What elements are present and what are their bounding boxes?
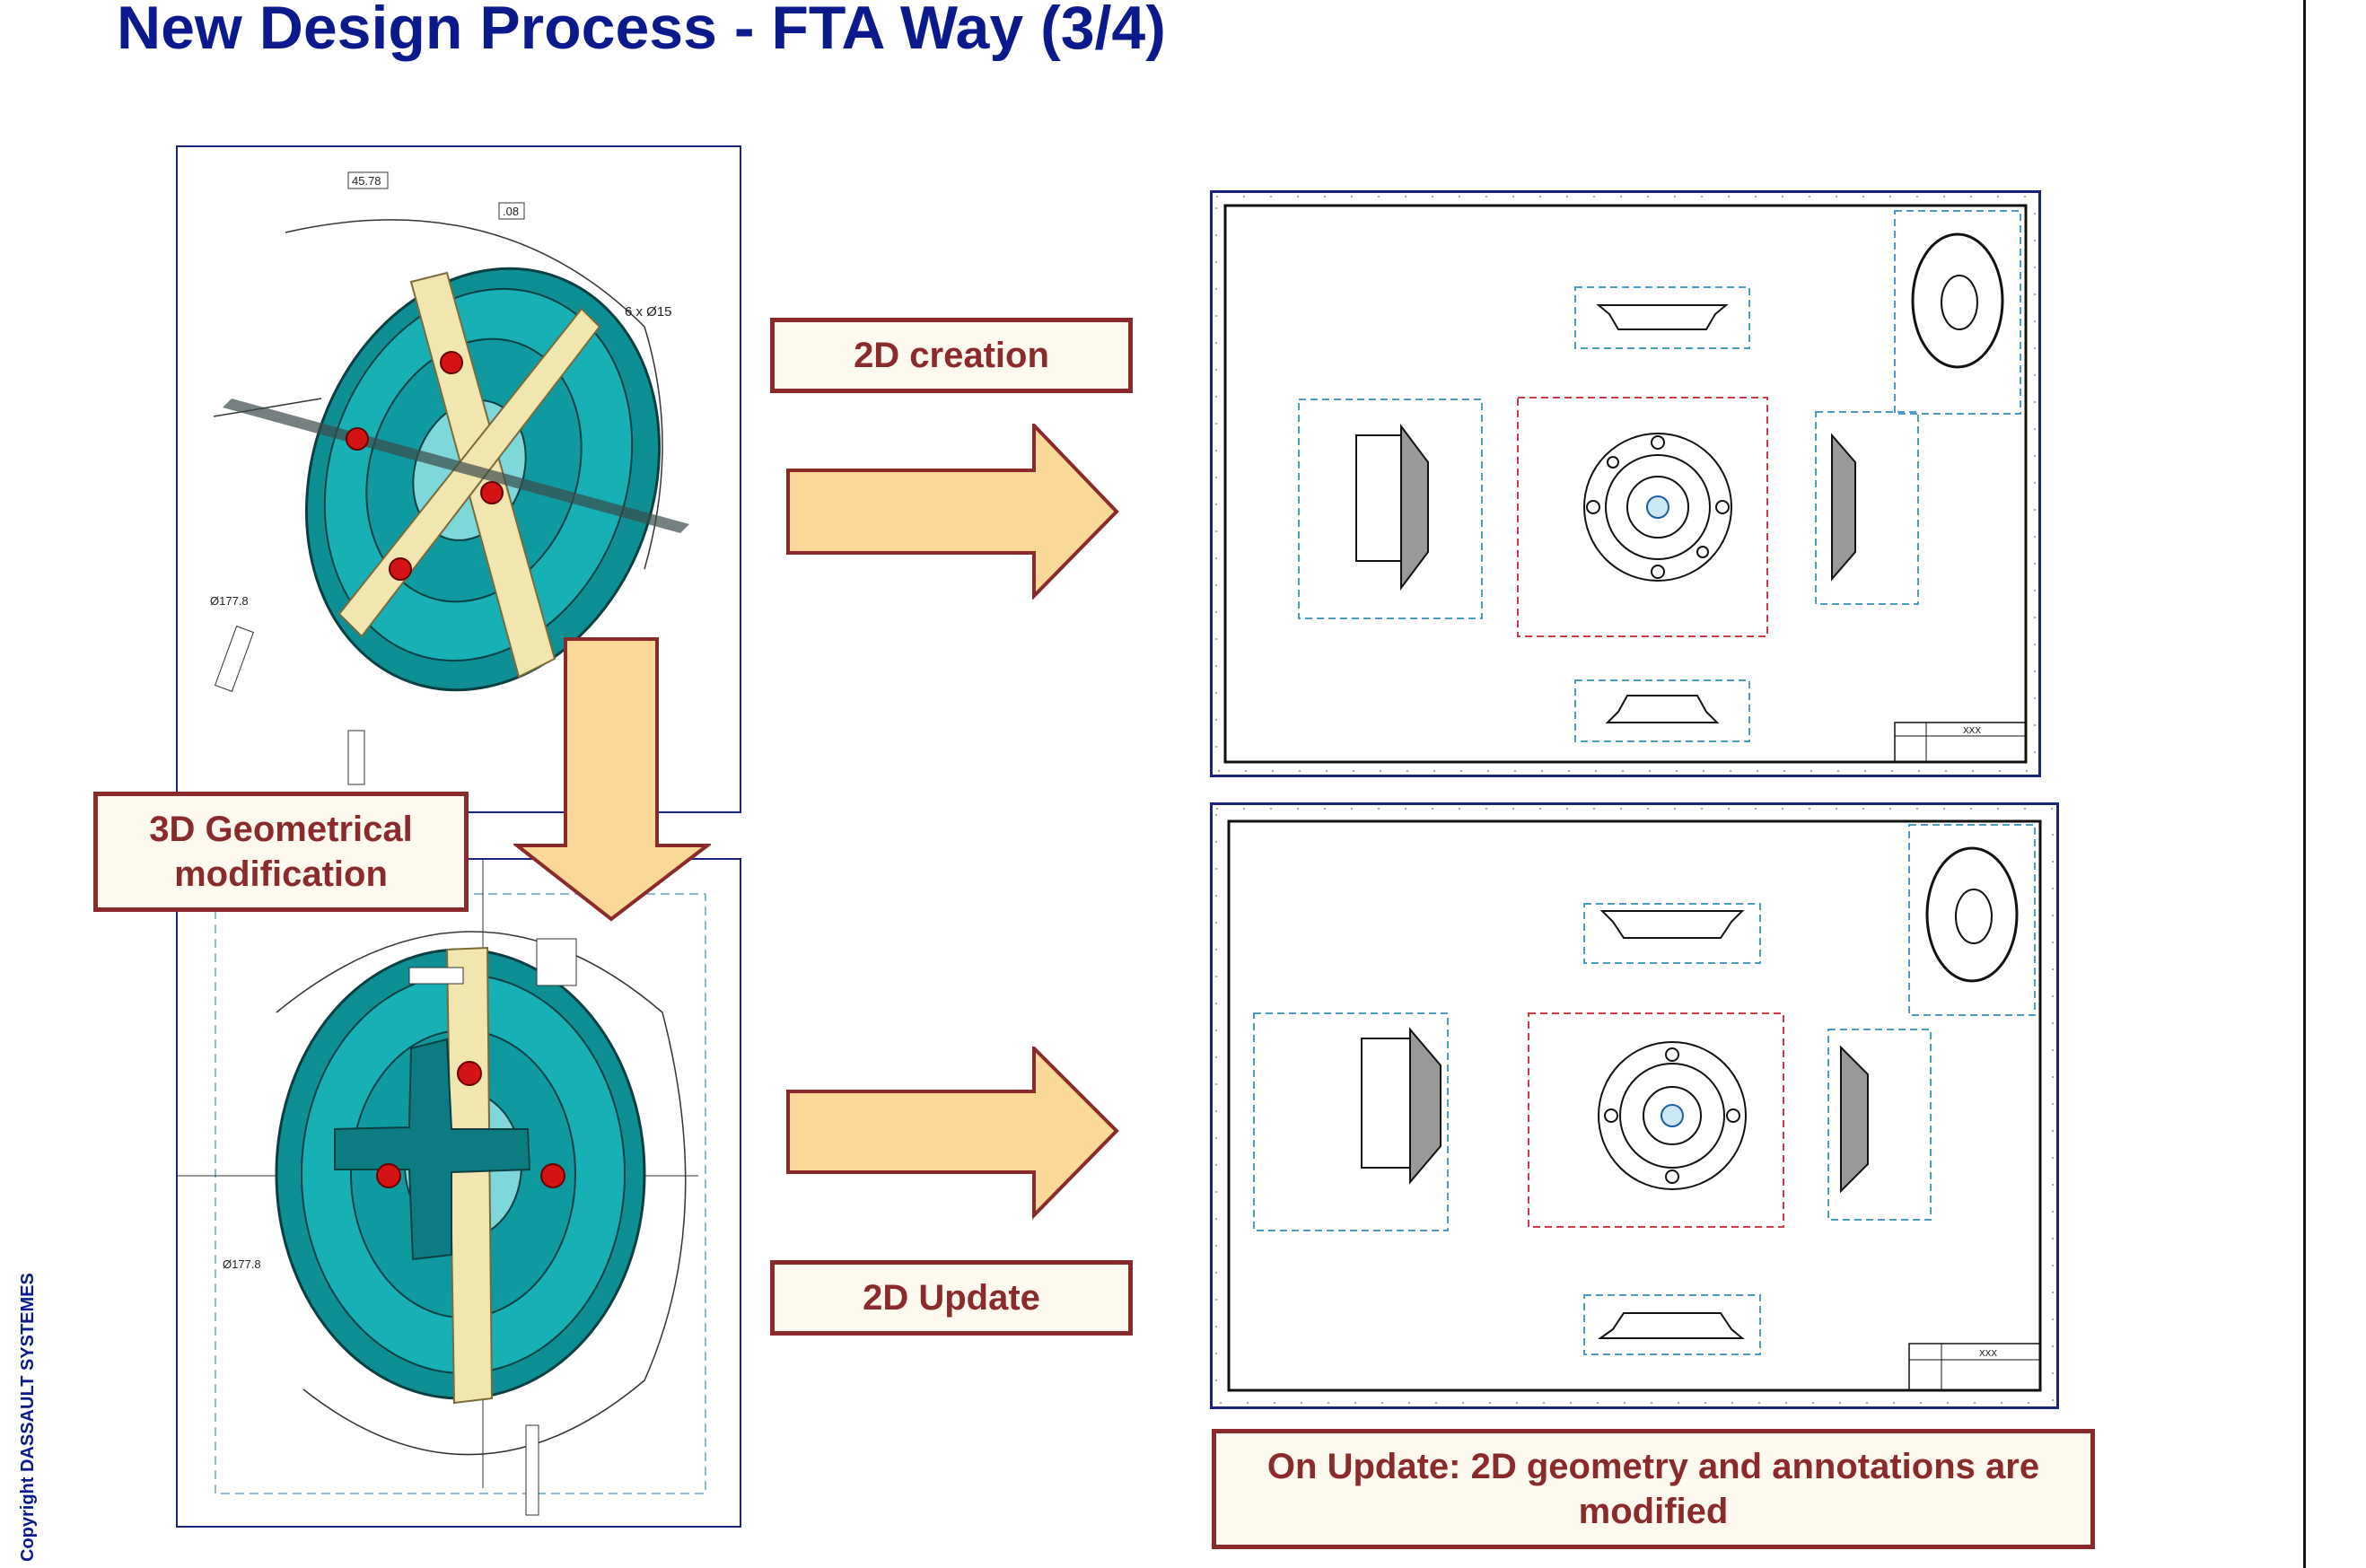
slide-title: New Design Process - FTA Way (3/4) (117, 0, 1166, 62)
diameter-label-bottom: Ø177.8 (223, 1257, 261, 1271)
dimension-label-1: 45.78 (352, 174, 381, 188)
top-3d-part-image: 45.78 .08 6 x Ø15 Ø177.8 (210, 171, 689, 785)
right-edge-rule (2303, 0, 2306, 1568)
title-block-text-top: XXX (1963, 726, 1981, 736)
label-2d-creation: 2D creation (770, 318, 1133, 393)
diameter-label: Ø177.8 (210, 594, 249, 608)
label-2d-update-text: 2D Update (863, 1277, 1040, 1318)
label-2d-update: 2D Update (770, 1260, 1133, 1336)
bottom-drawing-sheet: XXX (1210, 802, 2059, 1409)
bottom-3d-part-image: Ø177.8 (178, 860, 706, 1516)
title-block-text-bottom: XXX (1979, 1349, 1997, 1359)
copyright-text: Copyright DASSAULT SYSTEMES (18, 1273, 38, 1562)
label-on-update-text: On Update: 2D geometry and annotations a… (1266, 1447, 2040, 1531)
label-2d-creation-text: 2D creation (854, 335, 1049, 375)
right-arrow-update (786, 1047, 1119, 1220)
label-on-update: On Update: 2D geometry and annotations a… (1212, 1429, 2095, 1549)
bottom-drawing-sheet-content: XXX (1215, 808, 2054, 1404)
bottom-3d-model-panel: Ø177.8 (176, 858, 741, 1528)
label-3d-modification-text: 3D Geometrical modification (149, 810, 413, 894)
top-drawing-sheet: XXX (1210, 190, 2041, 777)
top-3d-model-panel: 45.78 .08 6 x Ø15 Ø177.8 (176, 145, 741, 813)
label-3d-modification: 3D Geometrical modification (93, 792, 469, 912)
right-arrow-creation (786, 424, 1119, 600)
dimension-label-2: .08 (503, 205, 519, 218)
top-drawing-sheet-content: XXX (1215, 196, 2036, 772)
hole-callout-label: 6 x Ø15 (625, 304, 672, 320)
down-arrow (513, 637, 711, 922)
